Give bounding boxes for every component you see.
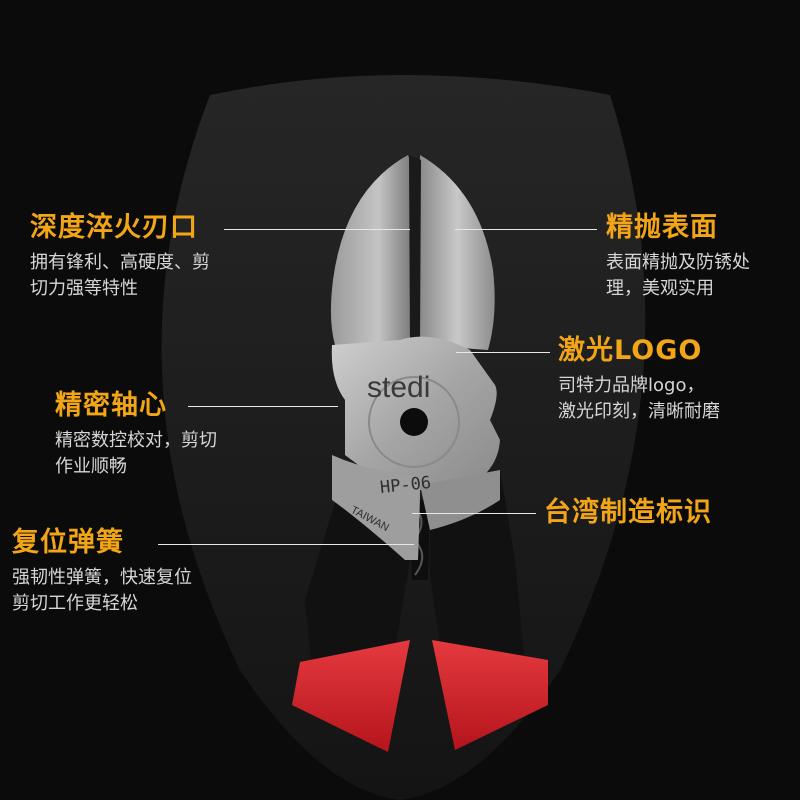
- feature-precision-axis: 精密轴心 精密数控校对，剪切 作业顺畅: [55, 390, 217, 480]
- left-blade: [330, 155, 410, 345]
- feature-title: 深度淬火刃口: [30, 212, 198, 243]
- leader-line-spring: [158, 544, 414, 545]
- right-blade: [420, 155, 495, 350]
- leader-line-axis: [188, 406, 338, 407]
- leader-line-quench: [224, 229, 410, 230]
- right-handle-grip: [432, 640, 548, 750]
- feature-return-spring: 复位弹簧 强韧性弹簧，快速复位 剪切工作更轻松: [12, 527, 192, 617]
- feature-title: 精抛表面: [606, 212, 718, 243]
- blade-gap: [409, 155, 421, 345]
- lower-jaw: [332, 455, 420, 560]
- pivot-hole: [400, 408, 428, 436]
- feature-desc: 表面精抛及防锈处 理，美观实用: [606, 252, 750, 299]
- feature-quench-blade: 深度淬火刃口 拥有锋利、高硬度、剪 切力强等特性: [30, 212, 210, 302]
- feature-title: 复位弹簧: [12, 527, 124, 558]
- feature-laser-logo: 激光LOGO 司特力品牌logo， 激光印刻，清晰耐磨: [558, 335, 720, 425]
- leader-line-polish: [455, 229, 597, 230]
- feature-title: 精密轴心: [55, 390, 167, 421]
- feature-polished-surface: 精抛表面 表面精抛及防锈处 理，美观实用: [606, 212, 750, 302]
- feature-desc: 精密数控校对，剪切 作业顺畅: [55, 430, 217, 477]
- leader-line-logo: [456, 352, 550, 353]
- feature-title: 台湾制造标识: [544, 497, 712, 528]
- feature-taiwan-mark: 台湾制造标识: [544, 497, 712, 529]
- feature-title: 激光LOGO: [558, 335, 703, 366]
- feature-desc: 拥有锋利、高硬度、剪 切力强等特性: [30, 252, 210, 299]
- pivot-ring: [368, 376, 460, 468]
- left-handle-grip: [292, 640, 410, 752]
- feature-desc: 强韧性弹簧，快速复位 剪切工作更轻松: [12, 567, 192, 614]
- leader-line-taiwan: [412, 513, 536, 514]
- brand-logo: stedi: [367, 371, 430, 404]
- feature-desc: 司特力品牌logo， 激光印刻，清晰耐磨: [558, 375, 720, 422]
